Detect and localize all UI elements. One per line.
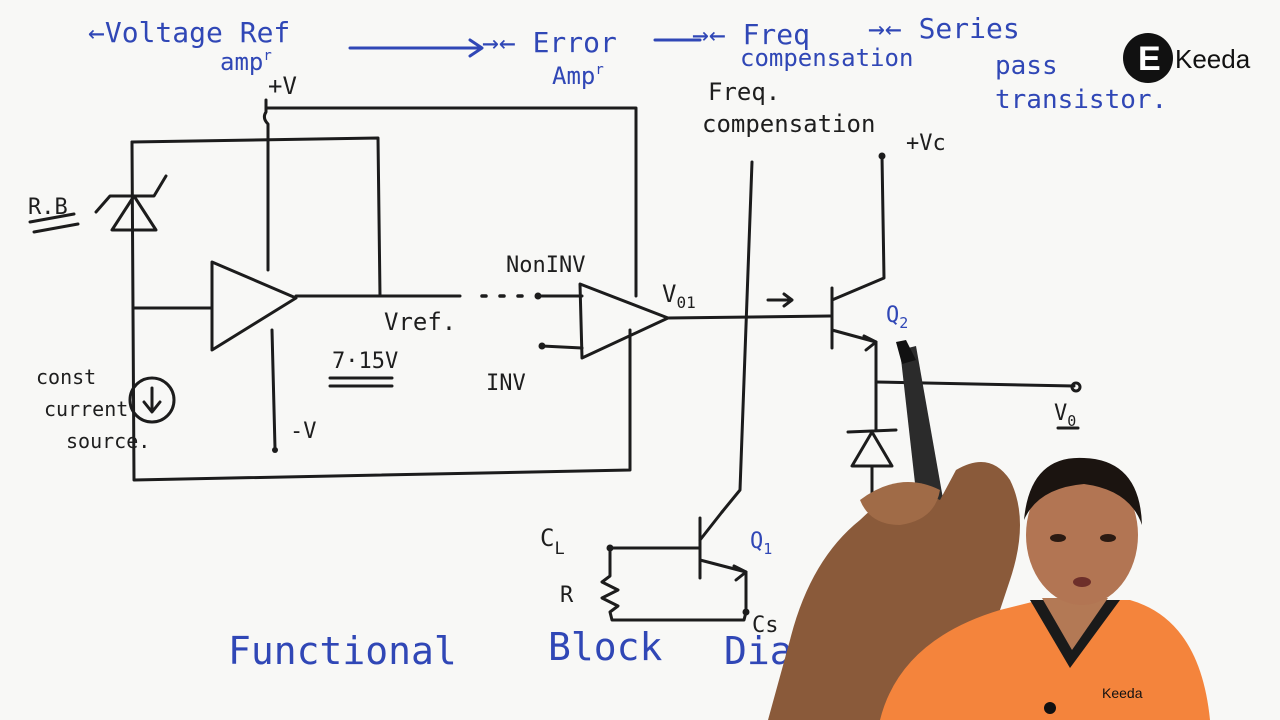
q1-collector xyxy=(698,510,724,542)
vref-value-underline xyxy=(328,376,394,388)
header-series-transistor: transistor. xyxy=(995,85,1167,115)
label-freq: Freq. xyxy=(708,78,780,106)
label-q1: Q1 xyxy=(750,529,772,558)
label-current: current xyxy=(44,397,128,421)
error-amp-triangle xyxy=(578,282,670,360)
small-arrow-icon xyxy=(766,292,794,308)
presenter-eye-left xyxy=(1050,534,1066,542)
pass-transistor-section xyxy=(830,152,1082,506)
vo-terminal xyxy=(1070,381,1082,393)
q2-emitter-arrow-icon xyxy=(862,334,878,352)
label-q2: Q2 xyxy=(886,303,908,332)
logo-brand-text: Keeda xyxy=(1175,44,1251,74)
cs-terminal xyxy=(742,608,750,616)
label-plus-vc: +Vc xyxy=(906,131,946,156)
q2-collector xyxy=(830,154,886,302)
label-plus-v: +V xyxy=(268,72,297,100)
label-vo1: V01 xyxy=(662,280,696,312)
shirt-logo-text: Keeda xyxy=(1102,685,1143,701)
current-limit-section xyxy=(600,160,754,622)
current-source-circle xyxy=(128,376,176,424)
label-cl: CL xyxy=(540,524,565,559)
label-noninv: NonINV xyxy=(506,253,585,278)
presenter-overlay: Keeda xyxy=(768,340,1210,720)
header-freq-compensation: compensation xyxy=(740,44,913,72)
current-source-arrow-icon xyxy=(142,386,162,414)
plus-v-stub xyxy=(262,98,270,142)
header-voltage-ref: ←Voltage Ref xyxy=(88,16,290,49)
error-amplifier-section xyxy=(534,282,832,360)
header-series-pass: pass xyxy=(995,51,1058,81)
header-freq: →← Freq xyxy=(692,18,810,51)
top-supply-bus xyxy=(264,106,638,298)
resistor-r-symbol xyxy=(600,546,748,622)
header-voltage-ref-ampr: ampr xyxy=(220,48,272,76)
left-ground-loop-wire xyxy=(130,140,632,482)
presenter-shirt xyxy=(880,600,1210,720)
opamp1-vminus-wire xyxy=(270,328,277,450)
presenter-hair xyxy=(1024,457,1142,525)
label-cs: Cs xyxy=(752,613,779,638)
voltage-reference-section xyxy=(28,98,638,482)
label-source: source. xyxy=(66,429,150,453)
presenter-eye-right xyxy=(1100,534,1116,542)
presenter-neck xyxy=(1042,598,1108,650)
q1-emitter-arrow-icon xyxy=(732,564,748,582)
title-diagram: Dia xyxy=(724,629,793,673)
label-vo: V0 xyxy=(1054,401,1076,430)
logo-letter: E xyxy=(1138,40,1161,78)
header-series: →← Series xyxy=(868,12,1020,45)
header-annotations: ←Voltage Ref ampr →← Error Ampr →← Freq … xyxy=(88,12,1167,115)
label-rb: R.B xyxy=(28,195,68,220)
ekeeda-logo: E Keeda xyxy=(1123,33,1251,83)
title-block: Block xyxy=(548,625,663,669)
error-amp-input-wires xyxy=(536,294,584,350)
circuit-labels: +V -V R.B const current source. Vref. 7·… xyxy=(28,72,1076,638)
freq-compensation-wire xyxy=(720,160,754,514)
zener-diode-symbol xyxy=(110,194,158,232)
title-functional: Functional xyxy=(228,629,457,673)
opamp1-triangle xyxy=(210,260,298,352)
label-inv: INV xyxy=(486,371,526,396)
presenter-mouth xyxy=(1073,577,1091,587)
output-zener-diode xyxy=(846,382,898,506)
vo1-output-wire xyxy=(666,314,832,320)
minus-v-terminal xyxy=(272,447,278,453)
label-vref: Vref. xyxy=(384,308,456,336)
header-arrow-1-head xyxy=(468,38,484,58)
lapel-mic-icon xyxy=(1044,702,1056,714)
label-const: const xyxy=(36,365,96,389)
label-vref-value: 7·15V xyxy=(332,349,398,374)
header-error: →← Error xyxy=(482,26,617,59)
zener-diode-bar xyxy=(94,174,168,214)
presenter-face xyxy=(1026,465,1138,605)
logo-circle xyxy=(1123,33,1173,83)
marker-tip xyxy=(896,340,916,364)
header-error-ampr: Ampr xyxy=(552,62,604,90)
rb-underline xyxy=(28,212,80,234)
diagram-title: Functional Block Dia xyxy=(228,625,793,673)
hand-thumb xyxy=(860,482,940,525)
label-r: R xyxy=(560,583,574,608)
label-minus-v: -V xyxy=(290,419,317,444)
upper-feedback-wire xyxy=(130,136,382,298)
label-compensation: compensation xyxy=(702,110,875,138)
